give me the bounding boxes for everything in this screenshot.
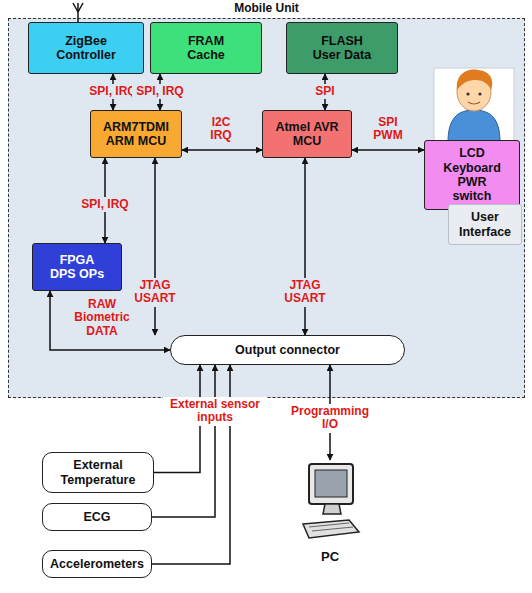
- block-box: FPGA DPS OPs: [32, 243, 122, 291]
- antenna-symbol: [73, 3, 83, 22]
- node-label: Accelerometers: [50, 557, 144, 571]
- node-label: Atmel AVR MCU: [272, 120, 342, 149]
- signal-label: SPI: [310, 84, 340, 99]
- connector-line: [182, 149, 262, 151]
- block-box: Atmel AVR MCU: [262, 110, 352, 158]
- computer-icon: [295, 460, 365, 546]
- block-box: Accelerometers: [42, 550, 152, 578]
- connector-line: [154, 158, 156, 335]
- node-label: FRAM Cache: [176, 34, 236, 63]
- node-label: LCD Keyboard PWR switch: [441, 146, 503, 204]
- node-label: ARM7TDMI ARM MCU: [98, 120, 174, 149]
- block-box: LCD Keyboard PWR switch: [424, 140, 520, 210]
- computer-node: PC: [285, 460, 375, 588]
- block-box: FLASH User Data: [286, 22, 398, 74]
- signal-label: SPI, IRQ: [132, 84, 188, 99]
- bundle-label: External sensor inputs: [163, 397, 267, 426]
- block-box: External Temperature: [42, 452, 154, 493]
- signal-label: JTAG USART: [280, 278, 330, 307]
- node-label: ZigBee Controller: [46, 34, 126, 63]
- node-label: Output connector: [235, 343, 340, 357]
- signal-label: Programming I/O: [288, 404, 372, 433]
- region-title: Mobile Unit: [8, 2, 525, 16]
- node-label: FPGA DPS OPs: [47, 253, 107, 282]
- block-box: ECG: [42, 503, 152, 531]
- node-label: FLASH User Data: [307, 34, 377, 63]
- node-label: ECG: [83, 510, 110, 524]
- user-figure: [434, 68, 514, 142]
- connector-line: [304, 158, 306, 335]
- signal-label: SPI, IRQ: [77, 197, 133, 212]
- signal-label: JTAG USART: [130, 278, 180, 307]
- signal-label: RAW Biometric DATA: [69, 297, 135, 339]
- block-box: FRAM Cache: [150, 22, 262, 74]
- connector-line: [152, 365, 215, 517]
- node-label: PC: [321, 550, 339, 565]
- block-box: ZigBee Controller: [28, 22, 144, 74]
- connector-line: [152, 365, 230, 564]
- signal-label: I2C IRQ: [204, 115, 238, 144]
- connector-line: [352, 149, 424, 151]
- signal-label: SPI PWM: [369, 115, 407, 144]
- node-label: External Temperature: [50, 458, 146, 487]
- block-box: ARM7TDMI ARM MCU: [90, 110, 182, 158]
- connector-box: Output connector: [170, 335, 405, 365]
- block-box: User Interface: [448, 204, 522, 245]
- node-label: User Interface: [455, 210, 515, 239]
